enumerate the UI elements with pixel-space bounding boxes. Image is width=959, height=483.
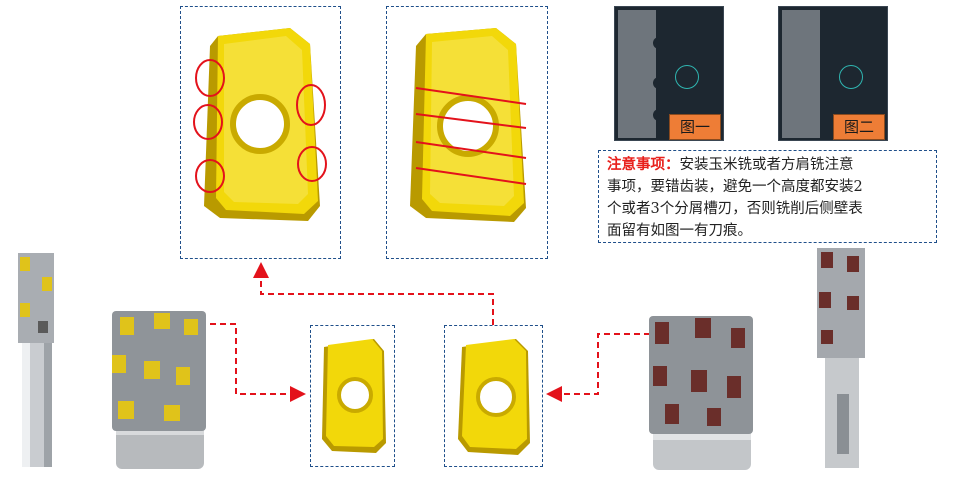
tool-mark [653,77,659,89]
note-line-4: 面留有如图一有刀痕。 [607,223,752,239]
insert-image-lined [410,28,527,222]
insert-image-circled [193,28,327,221]
figure-2-label: 图二 [833,114,885,140]
tool-mark [653,109,659,121]
note-line-1: 注意事项：安装玉米铣或者方肩铣注意 [607,154,928,176]
note-line-3: 个或者3个分屑槽刃，否则铣削后侧壁表 [607,201,863,217]
insert-image-small-1 [322,339,386,453]
insert-image-small-2 [458,339,530,455]
tool-mark [653,37,659,49]
workpiece-wall [618,10,656,138]
notes-box: 注意事项：安装玉米铣或者方肩铣注意 事项，要错齿装，避免一个高度都安装2 个或者… [598,150,937,243]
arrow-right-cutter-to-insert [546,333,660,402]
workpiece-wall [782,10,820,138]
corn-mill-cutter-right [649,316,753,470]
note-heading: 注意事项： [607,156,680,173]
end-mill-tool-left [18,253,54,467]
hole-outline [675,65,699,89]
figure-1-label: 图一 [669,114,721,140]
corn-mill-cutter-left [112,311,206,469]
note-line-2: 事项，要错齿装，避免一个高度都安装2 [607,179,863,195]
arrow-left-cutter-to-insert [160,323,306,402]
arrow-insert-to-top-panel [253,262,494,325]
note-line-1-text: 安装玉米铣或者方肩铣注意 [679,157,854,173]
end-mill-tool-right [817,248,865,468]
hole-outline [839,65,863,89]
